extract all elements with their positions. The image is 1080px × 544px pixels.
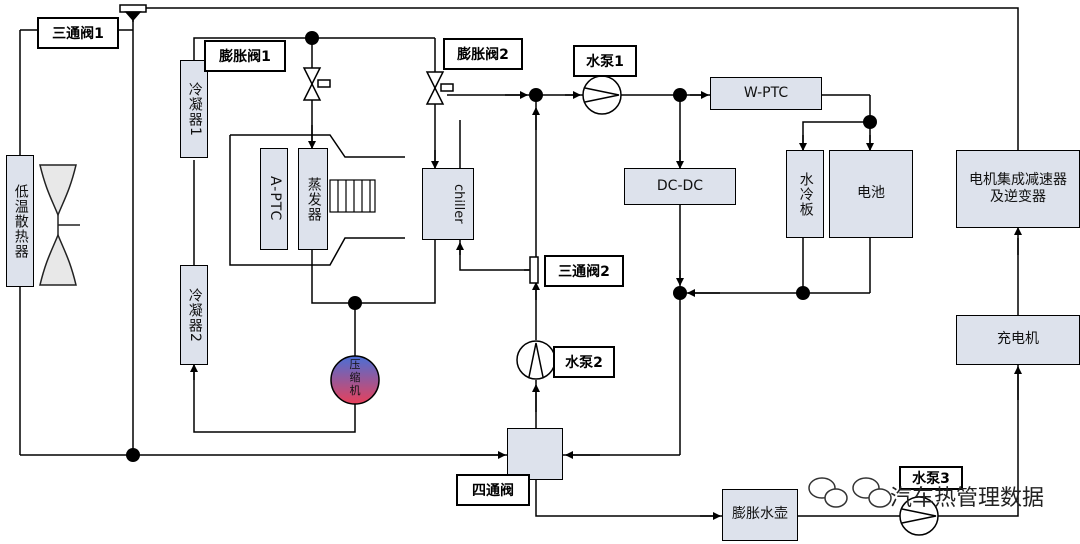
condenser-2: 冷凝器2 <box>180 265 208 365</box>
wechat-logo-icon <box>808 477 892 508</box>
battery: 电池 <box>829 150 913 238</box>
tag-expansion-valve-1: 膨胀阀1 <box>204 40 286 72</box>
watermark: 汽车热管理数据 <box>890 486 1045 511</box>
tag-three-way-valve-2: 三通阀2 <box>544 255 624 287</box>
pump-3-icon <box>899 496 939 536</box>
three-way-valve-1-icon <box>119 4 147 22</box>
pump-1-icon <box>582 75 622 115</box>
radiator: 低温散热器 <box>6 155 34 287</box>
four-way-valve <box>507 428 563 480</box>
evaporator: 蒸发器 <box>298 148 328 250</box>
motor-inverter: 电机集成减速器及逆变器 <box>956 150 1080 228</box>
junction-dots <box>126 31 877 462</box>
water-cold-plate: 水冷板 <box>786 150 824 238</box>
condenser-1: 冷凝器1 <box>180 60 208 158</box>
tag-pump-2: 水泵2 <box>553 346 615 378</box>
tag-pump-1: 水泵1 <box>573 45 637 77</box>
charger: 充电机 <box>956 315 1080 365</box>
tag-four-way-valve: 四通阀 <box>456 474 530 506</box>
three-way-valve-2-icon <box>524 256 539 284</box>
compressor-label: 压缩机 <box>349 358 361 397</box>
chiller-label: chiller <box>451 184 467 224</box>
pump-2-icon <box>516 340 556 380</box>
dc-dc: DC-DC <box>624 168 736 205</box>
expansion-valve-1-icon <box>302 67 331 101</box>
fan-icon <box>39 164 80 286</box>
tag-expansion-valve-2: 膨胀阀2 <box>443 38 523 70</box>
tag-pump-3: 水泵3 <box>899 466 963 490</box>
a-ptc: A-PTC <box>260 148 288 250</box>
tag-three-way-valve-1: 三通阀1 <box>37 17 119 49</box>
expansion-tank: 膨胀水壶 <box>722 489 798 541</box>
w-ptc: W-PTC <box>710 77 822 110</box>
expansion-valve-2-icon <box>425 71 454 105</box>
heater-grille-icon <box>329 179 376 213</box>
chiller: chiller <box>422 168 474 240</box>
compressor-icon <box>330 355 380 405</box>
